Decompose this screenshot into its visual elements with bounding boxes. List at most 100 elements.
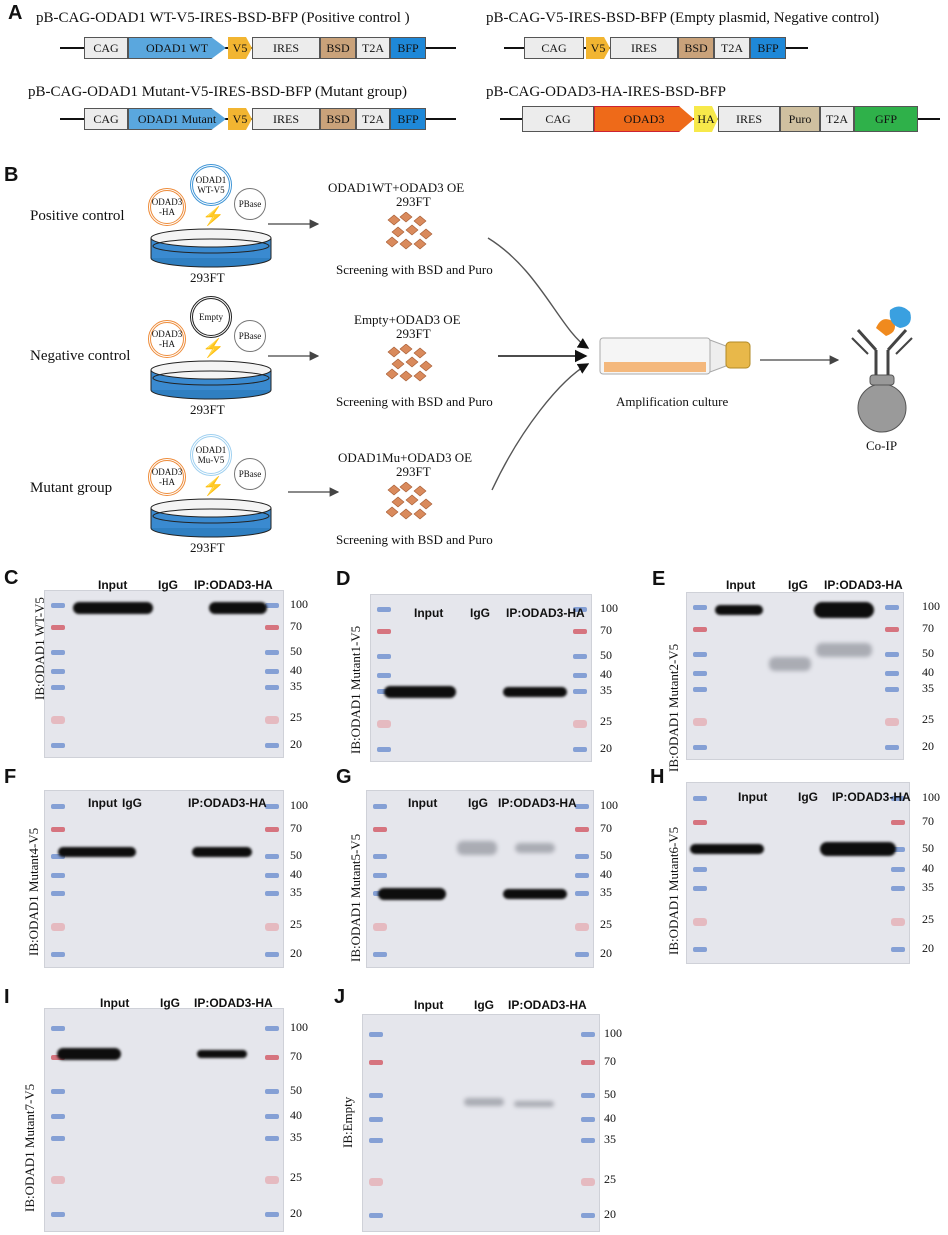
electroporation-bolt-icon: ⚡ [202, 476, 225, 496]
segment-cag: CAG [84, 37, 128, 59]
ladder-band [369, 1092, 383, 1098]
ladder-band [51, 923, 65, 932]
ib-antibody-label: IB:ODAD1 Mutant4-V5 [26, 827, 41, 956]
mw-marker-label: 70 [922, 814, 934, 829]
protein-ladder [373, 791, 387, 969]
protein-band [503, 889, 568, 900]
mw-marker-label: 25 [290, 1170, 302, 1185]
ladder-band [265, 1176, 279, 1185]
ladder-band [265, 668, 279, 674]
segment-v5: V5 [586, 37, 610, 59]
ladder-band [369, 1138, 383, 1144]
ladder-band [891, 796, 905, 802]
ladder-band [693, 687, 707, 693]
ladder-band [693, 820, 707, 826]
ladder-band [265, 1088, 279, 1094]
ladder-band [51, 1135, 65, 1141]
flask-icon [599, 337, 751, 375]
screening-label: Screening with BSD and Puro [336, 262, 493, 277]
ladder-band [265, 650, 279, 656]
mw-marker-label: 35 [600, 885, 612, 900]
lane-label: Input [88, 796, 118, 810]
protein-ladder [693, 783, 707, 965]
mw-marker-label: 20 [600, 740, 612, 755]
ladder-band [265, 685, 279, 691]
ladder-band [265, 853, 279, 859]
ladder-band [51, 603, 65, 609]
lane-label: Input [408, 796, 438, 810]
panel-b-letter: B [4, 164, 19, 186]
ladder-band [265, 1055, 279, 1061]
lane-label: IP:ODAD3-HA [498, 796, 577, 810]
ladder-band [693, 717, 707, 726]
blot-membrane [686, 782, 910, 964]
ladder-band [575, 923, 589, 932]
lane-label: Input [100, 996, 130, 1010]
plasmid-label: ODAD3 -HA [151, 197, 183, 217]
ladder-band [581, 1138, 595, 1144]
ladder-band [265, 742, 279, 748]
overexpression-label: ODAD1WT+ODAD3 OE [328, 180, 465, 195]
panel-letter: C [4, 567, 19, 589]
ladder-band [265, 873, 279, 879]
protein-band [815, 643, 872, 658]
protein-band [456, 840, 497, 855]
ladder-band [581, 1177, 595, 1186]
segment-v5: V5 [228, 37, 252, 59]
plasmid-circle: ODAD1 Mu-V5 [190, 434, 232, 476]
mw-marker-label: 40 [922, 664, 934, 679]
ladder-band [693, 867, 707, 873]
ladder-band [891, 918, 905, 927]
ladder-band [51, 1212, 65, 1218]
plasmid-circle: PBase [234, 188, 266, 220]
blot-membrane [370, 594, 592, 762]
lane-label: IgG [160, 996, 180, 1010]
mw-marker-label: 25 [922, 912, 934, 927]
ladder-band [373, 827, 387, 833]
protein-band [191, 846, 252, 857]
ladder-band [51, 1113, 65, 1119]
segment-bfp: BFP [750, 37, 786, 59]
ladder-band [265, 827, 279, 833]
ladder-band [377, 746, 391, 752]
mw-marker-label: 100 [600, 798, 618, 813]
mw-marker-label: 20 [604, 1206, 616, 1221]
ladder-band [265, 804, 279, 810]
ladder-band [377, 689, 391, 695]
ladder-band [369, 1059, 383, 1065]
mw-marker-label: 20 [922, 941, 934, 956]
segment-t2a: T2A [820, 106, 854, 132]
plasmid-label: PBase [238, 199, 262, 209]
ladder-band [693, 744, 707, 750]
panel-letter: H [650, 766, 665, 788]
protein-ladder [581, 1015, 595, 1233]
segment-bfp: BFP [390, 108, 426, 130]
ladder-band [891, 820, 905, 826]
segment-t2a: T2A [356, 108, 390, 130]
plasmid-label: ODAD1 Mu-V5 [195, 445, 227, 465]
mw-marker-label: 25 [604, 1171, 616, 1186]
cell-cluster-icon [386, 344, 433, 382]
protein-band [463, 1098, 504, 1107]
mw-marker-label: 35 [290, 1129, 302, 1144]
ladder-band [891, 867, 905, 873]
ladder-band [885, 670, 899, 676]
cell-cluster-icon [386, 212, 433, 250]
ladder-band [51, 891, 65, 897]
plasmid-label: PBase [238, 331, 262, 341]
ladder-band [885, 652, 899, 658]
overexpression-cell-line: 293FT [396, 194, 431, 209]
ladder-band [51, 668, 65, 674]
overexpression-cell-line: 293FT [396, 326, 431, 341]
mw-marker-label: 100 [600, 601, 618, 616]
segment-cag: CAG [84, 108, 128, 130]
ib-antibody-label: IB:Empty [340, 1096, 355, 1148]
ladder-band [373, 923, 387, 932]
ladder-band [265, 1113, 279, 1119]
lane-label: IgG [468, 796, 488, 810]
segment-bfp: BFP [390, 37, 426, 59]
ladder-band [51, 742, 65, 748]
mw-marker-label: 40 [600, 867, 612, 882]
lane-label: Input [414, 998, 444, 1012]
construct-2-title: pB-CAG-V5-IRES-BSD-BFP (Empty plasmid, N… [486, 10, 880, 26]
